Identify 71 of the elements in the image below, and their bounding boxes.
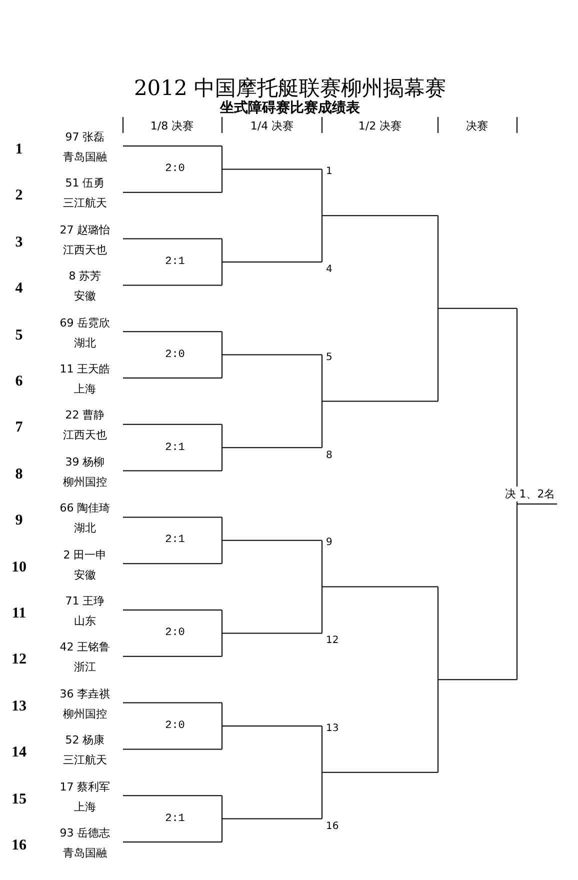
- bracket-slot-number: 1: [326, 166, 332, 178]
- seed-number: 9: [15, 512, 23, 530]
- seed-number: 13: [12, 698, 26, 716]
- match-score: 2:0: [165, 720, 185, 732]
- player-name: 93 岳德志: [60, 826, 110, 840]
- round-header: 1/2 决赛: [358, 118, 402, 134]
- player-name: 2 田一申: [63, 547, 107, 562]
- bracket-slot-number: 5: [326, 352, 332, 363]
- team-name: 三江航天: [63, 752, 107, 768]
- player-name: 22 曹静: [65, 408, 105, 423]
- player-name: 66 陶佳琦: [60, 500, 110, 516]
- player-name: 71 王琤: [65, 594, 105, 608]
- team-name: 青岛国融: [63, 846, 107, 860]
- seed-number: 8: [15, 466, 23, 484]
- final-label: 决 1、2名: [504, 486, 556, 502]
- team-name: 三江航天: [63, 196, 107, 211]
- seed-number: 15: [12, 791, 26, 808]
- bracket-slot-number: 4: [326, 264, 332, 275]
- match-score: 2:0: [165, 163, 185, 176]
- bracket-slot-number: 13: [326, 723, 339, 734]
- team-name: 柳州国控: [63, 706, 107, 722]
- seed-number: 7: [15, 420, 23, 437]
- team-name: 江西天也: [63, 428, 107, 443]
- match-score: 2:1: [165, 256, 185, 268]
- player-name: 51 伍勇: [65, 176, 105, 191]
- seed-number: 11: [12, 606, 26, 622]
- bracket-slot-number: 16: [326, 820, 339, 832]
- seed-number: 10: [12, 559, 26, 576]
- seed-number: 5: [15, 327, 23, 344]
- player-name: 17 蔡利军: [60, 779, 110, 794]
- team-name: 青岛国融: [63, 150, 107, 164]
- bracket-slot-number: 8: [326, 450, 332, 461]
- title: 2012 中国摩托艇联赛柳州揭幕赛: [134, 75, 446, 100]
- player-name: 8 苏芳: [68, 268, 102, 284]
- match-score: 2:1: [165, 534, 185, 546]
- seed-number: 14: [12, 744, 26, 762]
- player-name: 39 杨柳: [65, 454, 105, 470]
- seed-number: 16: [12, 838, 26, 854]
- round-header: 1/8 决赛: [150, 118, 194, 134]
- player-name: 27 赵璐怡: [60, 222, 110, 238]
- player-name: 11 王天皓: [60, 362, 110, 376]
- seed-number: 4: [15, 280, 23, 298]
- team-name: 湖北: [74, 335, 96, 350]
- round-header: 决赛: [466, 118, 488, 134]
- match-score: 2:1: [165, 812, 185, 825]
- team-name: 上海: [74, 799, 96, 814]
- team-name: 山东: [74, 614, 96, 628]
- match-score: 2:0: [165, 348, 185, 361]
- bracket-slot-number: 9: [326, 537, 332, 548]
- player-name: 69 岳霓欣: [60, 315, 110, 330]
- team-name: 上海: [74, 382, 96, 396]
- team-name: 安徽: [74, 567, 96, 582]
- player-name: 52 杨康: [65, 732, 105, 748]
- round-header: 1/4 决赛: [250, 118, 294, 134]
- team-name: 柳州国控: [63, 474, 107, 490]
- player-name: 42 王铭鲁: [60, 640, 110, 655]
- bracket-slot-number: 12: [326, 635, 339, 646]
- seed-number: 3: [15, 234, 23, 252]
- team-name: 安徽: [74, 288, 96, 304]
- team-name: 湖北: [74, 520, 96, 536]
- player-name: 36 李垚祺: [60, 686, 110, 702]
- seed-number: 1: [15, 142, 23, 158]
- team-name: 江西天也: [63, 242, 107, 258]
- seed-number: 2: [15, 188, 23, 205]
- seed-number: 6: [15, 374, 23, 390]
- match-score: 2:1: [165, 442, 185, 454]
- match-score: 2:0: [165, 627, 185, 640]
- team-name: 浙江: [74, 660, 96, 675]
- seed-number: 12: [12, 652, 26, 669]
- subtitle: 坐式障碍赛比赛成绩表: [220, 99, 360, 117]
- player-name: 97 张磊: [65, 130, 105, 144]
